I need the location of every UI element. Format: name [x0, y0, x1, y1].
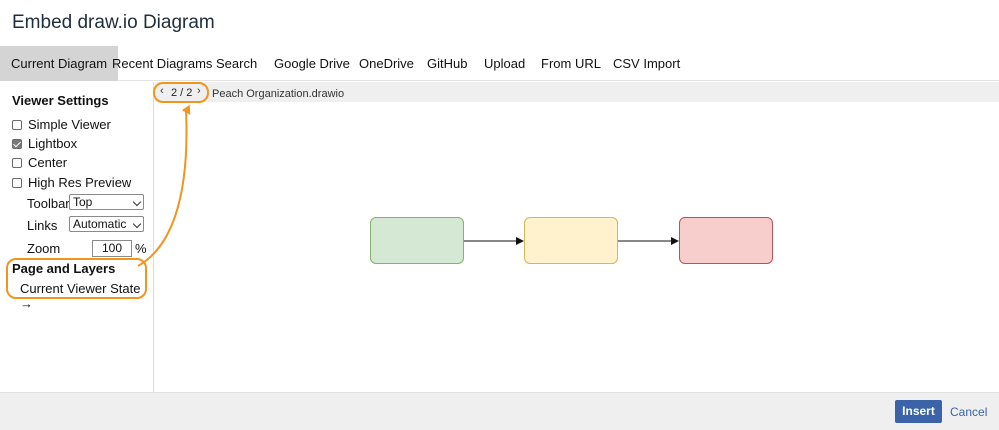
dialog-title: Embed draw.io Diagram	[12, 12, 215, 33]
lightbox-option[interactable]: Lightbox	[12, 136, 77, 151]
insert-button[interactable]: Insert	[895, 400, 942, 423]
high-res-preview-option[interactable]: High Res Preview	[12, 175, 131, 190]
diagram-node-yellow	[524, 217, 618, 264]
links-select[interactable]: Automatic	[69, 216, 144, 232]
center-checkbox[interactable]	[12, 157, 22, 168]
simple-viewer-option[interactable]: Simple Viewer	[12, 117, 111, 132]
toolbar-select-value: Top	[73, 195, 93, 209]
settings-sidebar: Viewer Settings Simple Viewer Lightbox C…	[0, 82, 154, 392]
page-counter: 2 / 2	[171, 87, 193, 99]
tab-onedrive[interactable]: OneDrive	[359, 56, 414, 71]
tab-search[interactable]: Search	[216, 56, 258, 71]
page-layers-highlight	[6, 258, 147, 299]
page-and-layers-heading: Page and Layers	[12, 261, 116, 276]
links-select-value: Automatic	[73, 217, 127, 231]
tab-recent-diagrams[interactable]: Recent Diagrams	[112, 56, 213, 71]
tab-upload[interactable]: Upload	[484, 56, 526, 71]
tab-csv-import[interactable]: CSV Import	[613, 56, 681, 71]
chevron-down-icon	[132, 197, 142, 207]
cancel-button[interactable]: Cancel	[950, 405, 988, 419]
toolbar-select[interactable]: Top	[69, 194, 144, 210]
diagram-node-green	[370, 217, 464, 264]
chevron-right-icon[interactable]: ›	[197, 85, 201, 97]
viewer-settings-heading: Viewer Settings	[12, 93, 109, 108]
tab-google-drive[interactable]: Google Drive	[274, 56, 350, 71]
diagram-node-red	[679, 217, 773, 264]
high-res-preview-label: High Res Preview	[28, 175, 132, 190]
lightbox-checkbox[interactable]	[12, 138, 22, 149]
diagram-file-name: Peach Organization.drawio	[212, 88, 345, 100]
simple-viewer-checkbox[interactable]	[12, 119, 22, 130]
zoom-label: Zoom	[27, 241, 61, 256]
tab-github[interactable]: GitHub	[427, 56, 468, 71]
dialog-footer	[0, 392, 999, 430]
center-option[interactable]: Center	[12, 155, 67, 170]
high-res-preview-checkbox[interactable]	[12, 177, 22, 188]
chevron-down-icon	[132, 219, 142, 229]
tab-current-diagram[interactable]: Current Diagram	[0, 46, 119, 81]
toolbar-label: Toolbar	[27, 196, 70, 211]
tab-from-url[interactable]: From URL	[541, 56, 601, 71]
center-label: Center	[28, 155, 68, 170]
current-viewer-state-link[interactable]: Current Viewer State →	[20, 281, 141, 311]
lightbox-label: Lightbox	[28, 136, 78, 151]
page-counter-highlight	[153, 82, 209, 103]
tab-bar: Current Diagram Recent Diagrams Search G…	[0, 46, 999, 81]
zoom-unit: %	[135, 241, 147, 256]
zoom-input[interactable]: 100	[92, 240, 132, 257]
simple-viewer-label: Simple Viewer	[28, 117, 111, 132]
links-label: Links	[27, 218, 58, 233]
dialog-header: Embed draw.io Diagram	[0, 0, 999, 46]
